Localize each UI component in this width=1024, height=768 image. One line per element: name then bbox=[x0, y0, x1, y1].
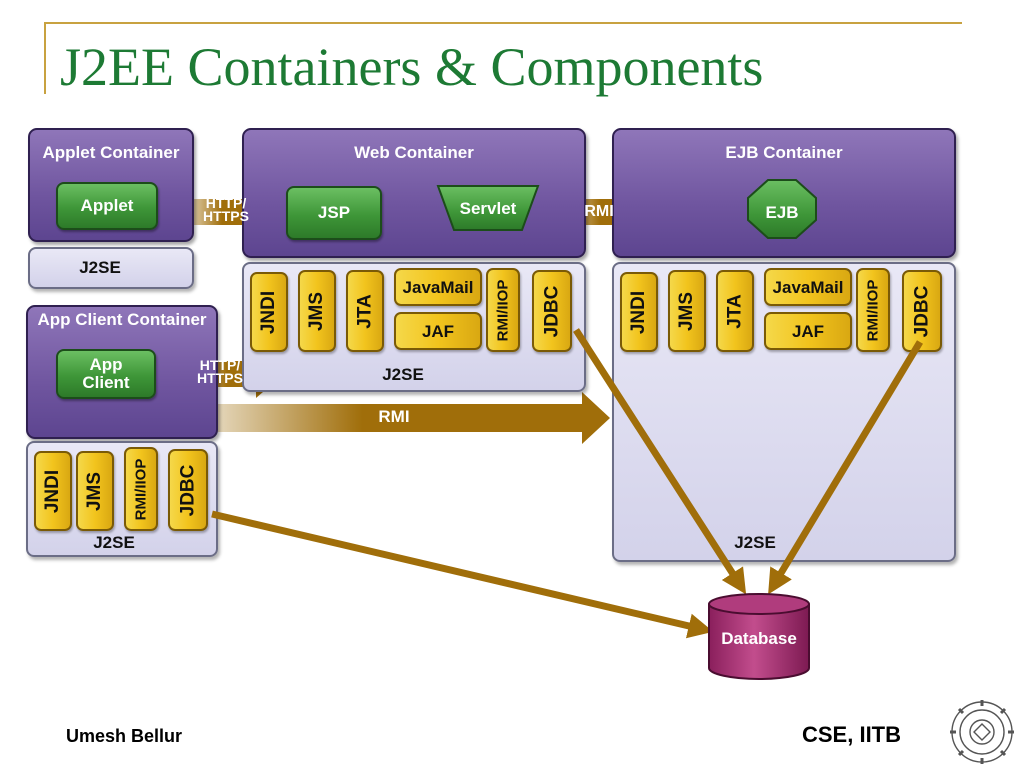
applet-web-arrow-label: HTTP/ HTTPS bbox=[203, 195, 249, 225]
ejb-jta: JTA bbox=[716, 270, 754, 352]
ejb-component bbox=[747, 179, 817, 239]
ejb-label: EJB bbox=[765, 203, 799, 222]
slide-title: J2EE Containers & Components bbox=[60, 37, 764, 97]
web-container: Web Container JSP Servlet bbox=[242, 128, 586, 258]
client-jdbc: JDBC bbox=[168, 449, 208, 531]
app-client-component: App Client bbox=[56, 349, 156, 399]
app-client-container: App Client Container App Client bbox=[26, 305, 218, 439]
ejb-jndi: JNDI bbox=[620, 272, 658, 352]
ejb-jdbc-db-arrow bbox=[768, 340, 923, 595]
web-jdbc: JDBC bbox=[532, 270, 572, 352]
author-name: Umesh Bellur bbox=[66, 726, 183, 746]
applet-component: Applet bbox=[56, 182, 158, 230]
ejb-javamail-label: JavaMail bbox=[772, 277, 844, 297]
institution-name: CSE, IITB bbox=[802, 722, 902, 747]
web-jaf-label: JAF bbox=[421, 321, 455, 341]
web-j2se-platform: JNDI JMS JTA JavaMail JAF RMI/IIOP JDBC … bbox=[242, 262, 586, 392]
web-jndi: JNDI bbox=[250, 272, 288, 352]
web-javamail-label: JavaMail bbox=[402, 277, 474, 297]
ejb-jaf: JAF bbox=[764, 312, 852, 350]
database-label: Database bbox=[721, 629, 797, 648]
servlet-label: Servlet bbox=[459, 199, 517, 218]
applet-container: Applet Container Applet bbox=[28, 128, 194, 242]
ejb-rmi-iiop: RMI/IIOP bbox=[856, 268, 890, 352]
database-cylinder bbox=[708, 593, 810, 680]
web-jdbc-db-arrow bbox=[573, 328, 747, 595]
ejb-jaf-label: JAF bbox=[791, 321, 825, 341]
jsp-component: JSP bbox=[286, 186, 382, 240]
client-web-arrow-label: HTTP/ HTTPS bbox=[197, 357, 243, 387]
ejb-jdbc: JDBC bbox=[902, 270, 942, 352]
web-rmi-iiop: RMI/IIOP bbox=[486, 268, 520, 352]
web-container-title: Web Container bbox=[354, 143, 474, 162]
title-rule-top bbox=[44, 22, 962, 24]
ejb-javamail: JavaMail bbox=[764, 268, 852, 306]
applet-container-title: Applet Container bbox=[42, 143, 180, 162]
client-j2se-label: J2SE bbox=[93, 533, 135, 552]
applet-label: Applet bbox=[80, 196, 134, 216]
client-ejb-rmi-arrow bbox=[160, 392, 610, 444]
app-client-j2se-platform: JNDI JMS RMI/IIOP JDBC J2SE bbox=[26, 441, 218, 557]
ejb-container-title: EJB Container bbox=[725, 143, 843, 162]
client-ejb-arrow-label: RMI bbox=[378, 407, 410, 426]
ejb-container: EJB Container EJB bbox=[612, 128, 956, 258]
client-jdbc-db-arrow bbox=[211, 510, 714, 639]
iitb-logo bbox=[950, 700, 1014, 764]
web-jaf: JAF bbox=[394, 312, 482, 350]
client-jms: JMS bbox=[76, 451, 114, 531]
servlet-component bbox=[436, 185, 540, 231]
ejb-jms: JMS bbox=[668, 270, 706, 352]
title-rule-left bbox=[44, 22, 46, 94]
web-ejb-arrow-label: RMI bbox=[584, 203, 614, 220]
web-jta: JTA bbox=[346, 270, 384, 352]
app-client-container-title: App Client Container bbox=[37, 310, 207, 329]
client-rmi-iiop: RMI/IIOP bbox=[124, 447, 158, 531]
applet-j2se-platform: J2SE bbox=[28, 247, 194, 289]
client-jndi: JNDI bbox=[34, 451, 72, 531]
web-jms: JMS bbox=[298, 270, 336, 352]
applet-j2se-label: J2SE bbox=[79, 258, 121, 277]
jsp-label: JSP bbox=[317, 203, 351, 223]
web-javamail: JavaMail bbox=[394, 268, 482, 306]
ejb-j2se-platform: JNDI JMS JTA JavaMail JAF RMI/IIOP JDBC … bbox=[612, 262, 956, 562]
app-client-label: App Client bbox=[82, 355, 130, 392]
ejb-j2se-label: J2SE bbox=[734, 533, 776, 552]
web-j2se-label: J2SE bbox=[382, 365, 424, 384]
